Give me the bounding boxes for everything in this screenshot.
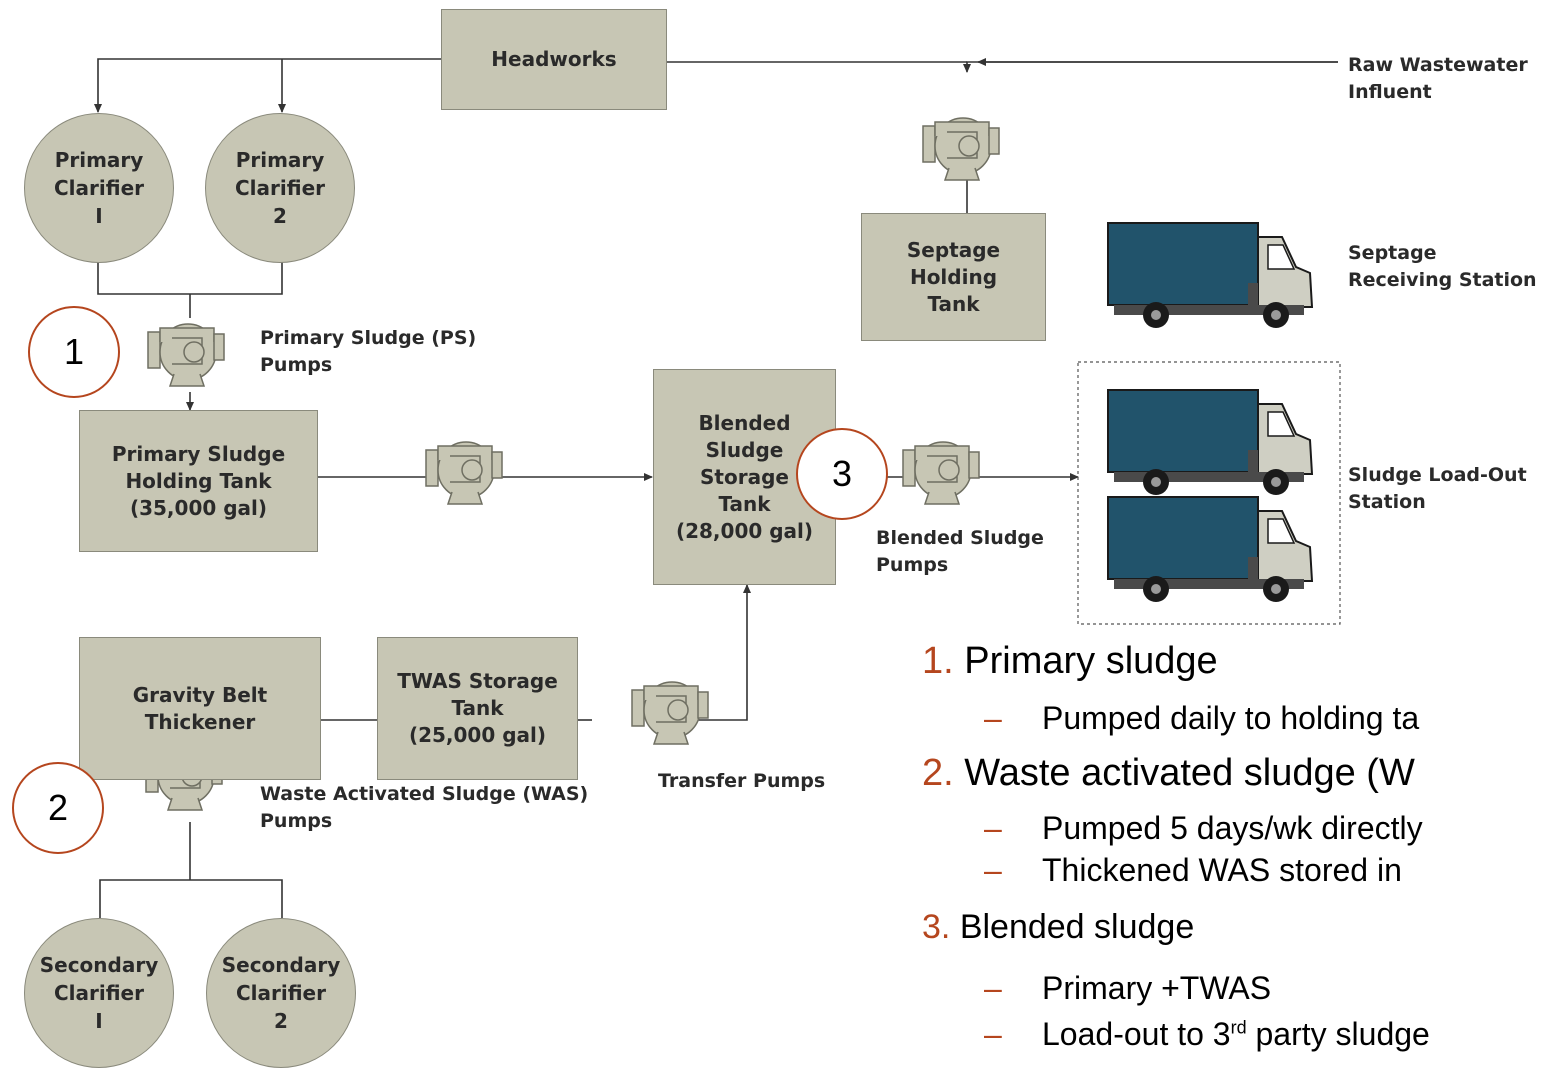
note-was-sub-2: –Thickened WAS stored in (984, 852, 1402, 888)
loadout-truck-2-icon (1107, 496, 1313, 603)
septage-pump-icon (922, 117, 1000, 181)
note-blended-heading: 3. Blended sludge (922, 908, 1195, 946)
note-primary-heading: 1. Primary sludge (922, 640, 1218, 682)
marker-2: 2 (12, 762, 104, 854)
note-blended-sub-1: –Primary +TWAS (984, 970, 1272, 1006)
transfer-pump-icon (631, 681, 709, 745)
blended-pump-icon (902, 441, 980, 505)
note-was-heading: 2. Waste activated sludge (W (922, 752, 1415, 794)
primary-clarifier-2: Primary Clarifier 2 (205, 113, 355, 263)
headworks-box: Headworks (441, 9, 667, 110)
septage-holding-tank: Septage Holding Tank (861, 213, 1046, 341)
septage-station-label: Septage Receiving Station (1348, 242, 1537, 291)
marker-3: 3 (796, 428, 888, 520)
marker-1: 1 (28, 306, 120, 398)
transfer-to-blend-pump-icon (425, 441, 503, 505)
note-primary-sub: –Pumped daily to holding ta (984, 700, 1420, 736)
twas-storage-tank: TWAS Storage Tank (25,000 gal) (377, 637, 578, 780)
primary-sludge-holding-tank: Primary Sludge Holding Tank (35,000 gal) (79, 410, 318, 552)
note-blended-sub-2: –Load-out to 3rd party sludge (984, 1016, 1430, 1052)
transfer-pumps-label: Transfer Pumps (658, 770, 826, 792)
ps-pump-icon (147, 323, 225, 387)
note-was-sub-1: –Pumped 5 days/wk directly (984, 810, 1423, 846)
septage-truck-icon (1107, 222, 1313, 329)
gravity-belt-thickener: Gravity Belt Thickener (79, 637, 321, 780)
ps-pumps-label: Primary Sludge (PS) Pumps (260, 327, 477, 376)
secondary-clarifier-2: Secondary Clarifier 2 (206, 918, 356, 1068)
loadout-station-label: Sludge Load-Out Station (1348, 464, 1527, 513)
raw-influent-label: Raw Wastewater Influent (1348, 54, 1528, 103)
was-pumps-label: Waste Activated Sludge (WAS) Pumps (260, 783, 589, 832)
primary-clarifier-1: Primary Clarifier I (24, 113, 174, 263)
secondary-clarifier-1: Secondary Clarifier I (24, 918, 174, 1068)
blended-pumps-label: Blended Sludge Pumps (876, 527, 1044, 576)
loadout-truck-1-icon (1107, 389, 1313, 496)
